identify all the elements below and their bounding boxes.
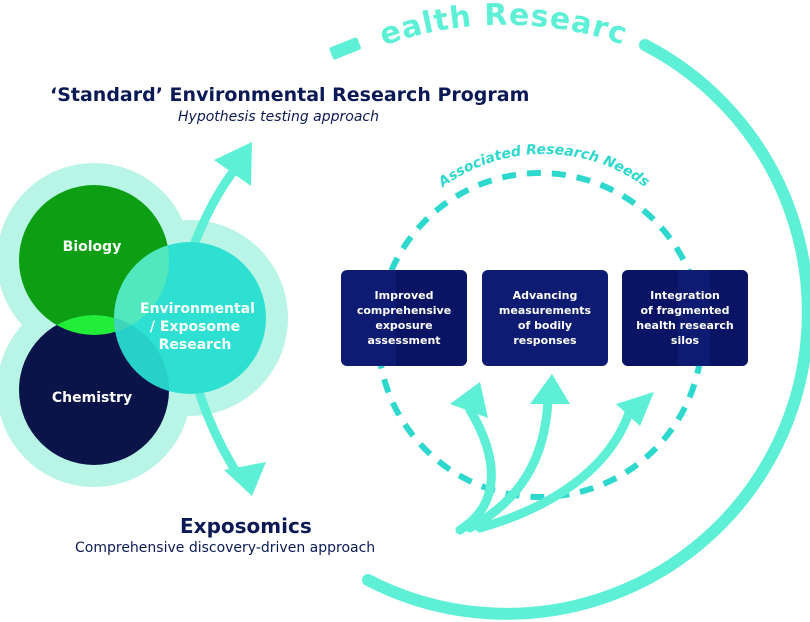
health-research-arc	[362, 39, 810, 620]
environmental-circle	[114, 242, 266, 394]
box-text-line: Improved	[374, 289, 434, 302]
associated-needs-label: Associated Research Needs	[435, 142, 652, 191]
environmental-label-line-1: Environmental	[140, 301, 255, 317]
environmental-label-line-2: / Exposome	[149, 319, 241, 335]
branch-arrowhead-right	[616, 392, 654, 426]
box-text-line: assessment	[367, 334, 441, 347]
research-need-box-silos: Integration of fragmented health researc…	[622, 270, 748, 366]
box-text-line: health research	[636, 319, 734, 332]
chemistry-label: Chemistry	[51, 390, 133, 406]
box-text-line: of bodily	[517, 319, 573, 332]
research-need-box-exposure: Improved comprehensive exposure assessme…	[341, 270, 467, 366]
exposomics-title: Exposomics	[180, 514, 312, 538]
box-text-line: exposure	[375, 319, 433, 332]
box-text-line: Integration	[650, 289, 720, 302]
box-text-line: comprehensive	[356, 304, 452, 317]
box-text-line: Advancing	[512, 289, 578, 302]
health-research-label: Health Research	[0, 0, 632, 53]
health-research-arc-dash	[329, 37, 361, 60]
box-text-line: of fragmented	[640, 304, 730, 317]
research-need-box-bodily: Advancing measurements of bodily respons…	[482, 270, 608, 366]
box-text-line: responses	[513, 334, 577, 347]
standard-program-subtitle: Hypothesis testing approach	[178, 109, 379, 125]
branch-arrows	[455, 395, 635, 535]
biology-label: Biology	[62, 239, 122, 255]
environmental-label: Environmental / Exposome Research	[140, 300, 255, 354]
box-text-line: silos	[670, 334, 700, 347]
environmental-label-line-3: Research	[158, 337, 232, 353]
branch-arrowhead-middle	[530, 374, 570, 404]
arrowhead-up	[214, 142, 252, 186]
chem-env-overlap	[114, 315, 169, 394]
standard-program-title: ‘Standard’ Environmental Research Progra…	[50, 84, 530, 106]
box-text-line: measurements	[498, 304, 592, 317]
exposomics-subtitle: Comprehensive discovery-driven approach	[75, 540, 376, 556]
arrowhead-down	[224, 462, 266, 496]
branch-arrowhead-left	[450, 382, 488, 418]
bio-env-overlap	[114, 242, 169, 335]
